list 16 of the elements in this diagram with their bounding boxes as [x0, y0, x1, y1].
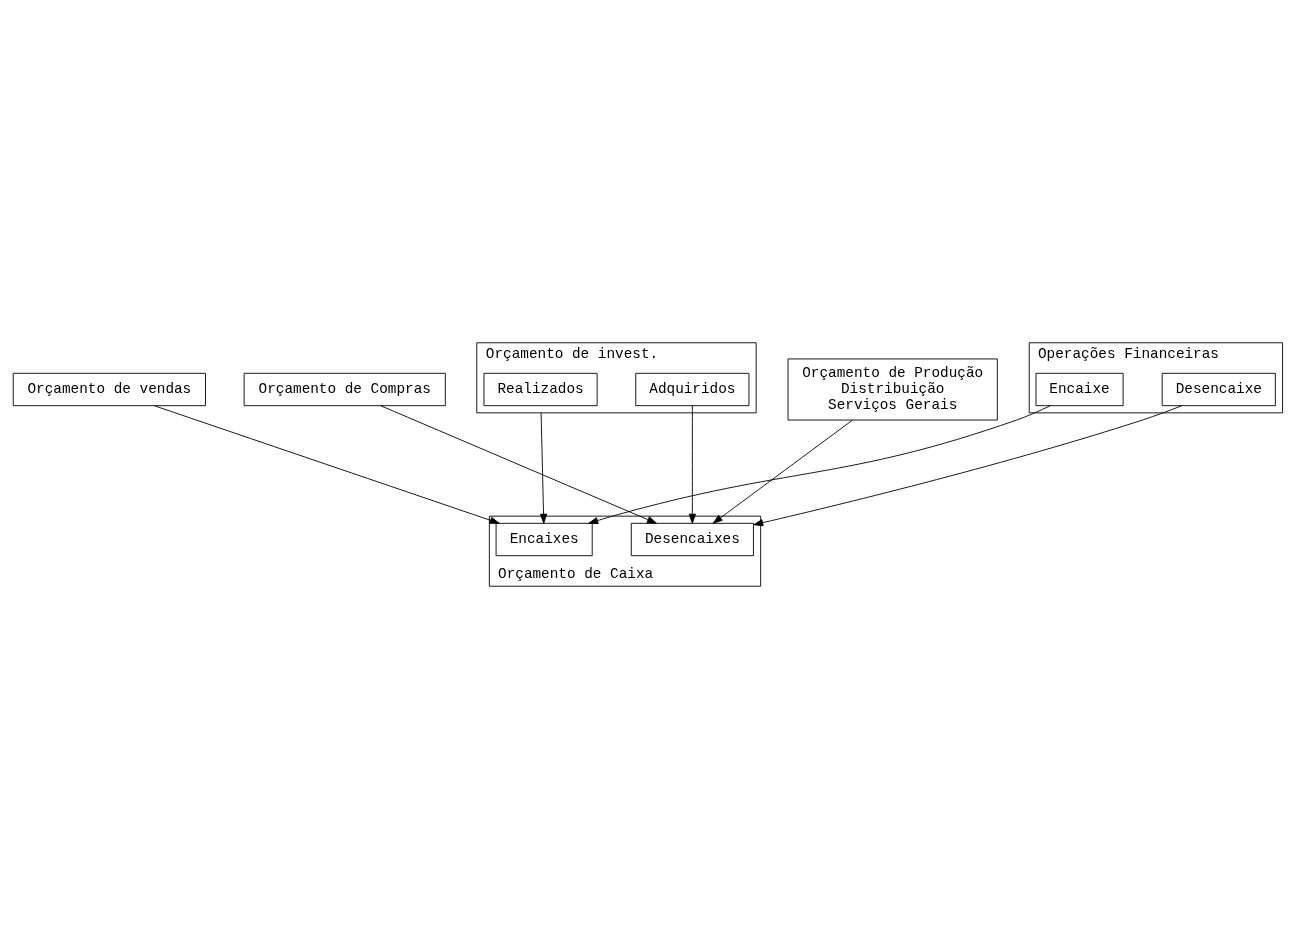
arrow	[712, 419, 853, 524]
node-box: Orçamento de Produção Distribuição Serviços Gerais	[787, 358, 998, 420]
node-box: Adquiridos	[635, 372, 750, 406]
node-box: Orçamento de Compras	[243, 372, 446, 406]
node-box: Orçamento de vendas	[12, 372, 206, 406]
arrow	[380, 404, 657, 524]
arrow	[539, 411, 548, 524]
arrow	[688, 404, 696, 524]
arrow	[153, 404, 500, 524]
node-box: Desencaixe	[1161, 372, 1276, 406]
node-box: Encaixe	[1035, 372, 1124, 406]
arrow	[588, 404, 1051, 524]
node-box: Encaixes	[495, 522, 593, 556]
arrow	[753, 404, 1183, 526]
node-box: Realizados	[483, 372, 598, 406]
node-box: Desencaixes	[630, 522, 754, 556]
